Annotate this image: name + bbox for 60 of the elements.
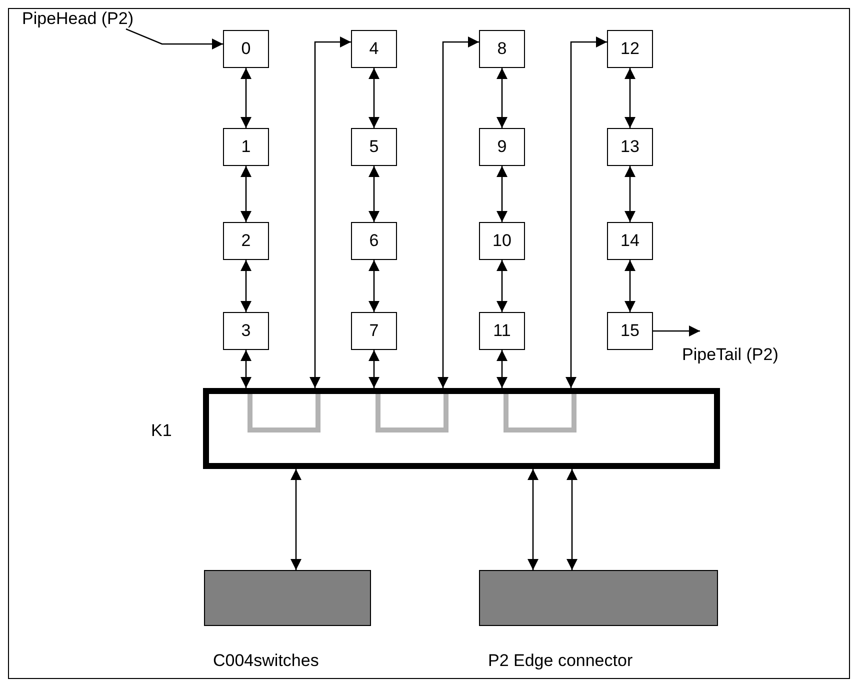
- arrow: [496, 68, 508, 128]
- arrow: [566, 36, 607, 388]
- process-box: [351, 312, 397, 350]
- node-label: PipeTail (P2): [682, 345, 778, 365]
- box-number: 10: [492, 231, 512, 251]
- box-number: 15: [620, 321, 640, 341]
- arrow: [653, 326, 700, 336]
- process-box: [223, 30, 269, 68]
- arrow: [240, 260, 252, 312]
- arrow: [368, 260, 380, 312]
- arrow: [240, 68, 252, 128]
- process-box: [351, 222, 397, 260]
- arrow: [240, 350, 252, 388]
- box-number: 13: [620, 137, 640, 157]
- arrow: [290, 469, 302, 570]
- box-number: 7: [369, 321, 379, 341]
- box-number: 11: [493, 321, 511, 341]
- arrow: [310, 36, 351, 388]
- node-label: PipeHead (P2): [22, 9, 134, 29]
- arrow: [624, 68, 636, 128]
- box-number: 6: [369, 231, 379, 251]
- arrow: [438, 36, 479, 388]
- process-box: [479, 30, 525, 68]
- arrow: [528, 469, 538, 570]
- arrow: [496, 260, 508, 312]
- arrow: [368, 166, 380, 222]
- box-number: 5: [369, 137, 379, 157]
- arrow: [496, 350, 508, 388]
- arrow: [368, 68, 380, 128]
- block-label: K1: [151, 421, 172, 441]
- box-number: 4: [369, 39, 379, 59]
- process-box: [479, 222, 525, 260]
- process-box: [607, 312, 653, 350]
- block-label: C004switches: [213, 651, 319, 671]
- process-box: [223, 222, 269, 260]
- box-number: 9: [497, 137, 507, 157]
- arrow: [624, 166, 636, 222]
- arrow: [126, 28, 223, 50]
- process-box: [607, 222, 653, 260]
- box-number: 8: [497, 39, 507, 59]
- box-number: 0: [241, 39, 251, 59]
- arrow: [496, 166, 508, 222]
- box-number: 3: [241, 321, 251, 341]
- arrow: [240, 166, 252, 222]
- process-box: [351, 128, 397, 166]
- process-box: [223, 312, 269, 350]
- process-box: [607, 128, 653, 166]
- box-number: 2: [241, 231, 251, 251]
- box-number: 1: [241, 137, 251, 157]
- block-label: P2 Edge connector: [488, 651, 633, 671]
- arrow: [624, 260, 636, 312]
- arrow: [368, 350, 380, 388]
- arrow: [566, 469, 578, 570]
- box-number: 12: [620, 39, 640, 59]
- process-box: [479, 312, 525, 350]
- process-box: [607, 30, 653, 68]
- process-box: [223, 128, 269, 166]
- box-number: 14: [620, 231, 640, 251]
- process-box: [479, 128, 525, 166]
- process-box: [351, 30, 397, 68]
